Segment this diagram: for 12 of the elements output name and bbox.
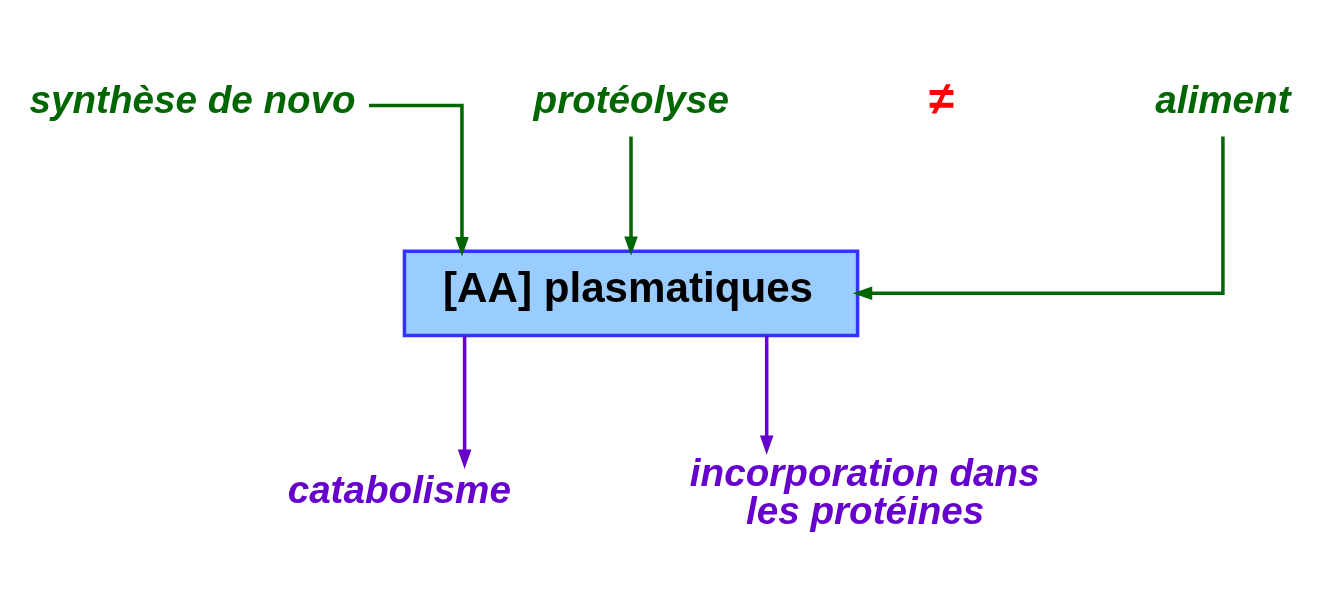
- node-box: [AA] plasmatiques: [402, 249, 860, 338]
- node-text: protéolyse: [533, 77, 729, 121]
- label: ≠: [928, 72, 954, 124]
- arrow: [624, 136, 638, 256]
- arrow: [759, 335, 774, 455]
- arrow: [457, 335, 472, 469]
- arrow: [369, 103, 469, 257]
- arrow: [852, 136, 1225, 301]
- node-text: synthèse de novo: [29, 77, 356, 121]
- node-text: incorporation dans les protéines: [689, 450, 1040, 533]
- node-text: aliment: [1155, 77, 1291, 121]
- node-text: catabolisme: [287, 468, 511, 512]
